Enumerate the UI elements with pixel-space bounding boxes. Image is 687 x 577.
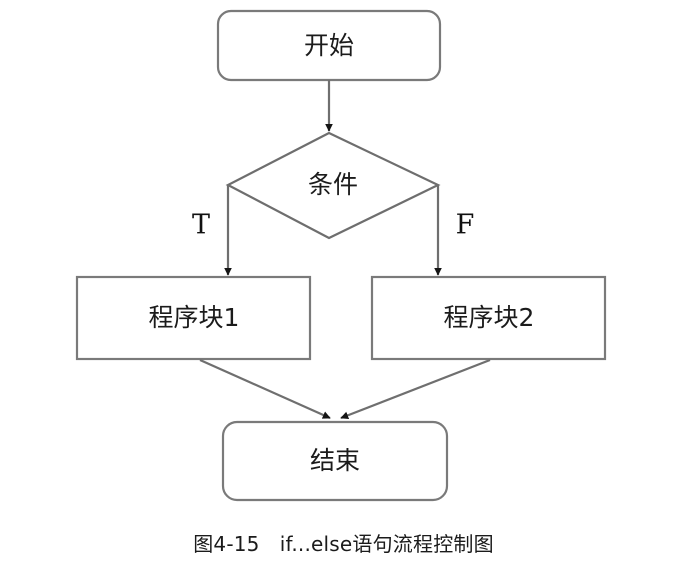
node-block1[interactable]: 程序块1	[75, 275, 312, 361]
edge-block1-to-end	[199, 358, 331, 420]
end-node-label: 结束	[310, 446, 360, 475]
condition-node-shape	[225, 131, 441, 240]
figure-caption: 图4-15 if...else语句流程控制图	[193, 532, 494, 556]
node-start[interactable]: 开始	[216, 9, 442, 82]
start-node-label: 开始	[304, 31, 354, 60]
block2-node-label: 程序块2	[444, 303, 535, 332]
node-condition[interactable]: 条件	[225, 131, 441, 240]
edge-block2-to-end	[340, 358, 491, 420]
block2-node-shape	[370, 275, 607, 361]
node-block2[interactable]: 程序块2	[370, 275, 607, 361]
branch-label-false: F	[456, 210, 475, 241]
branch-label-true: T	[192, 210, 210, 241]
node-end[interactable]: 结束	[221, 420, 449, 502]
block1-node-shape	[75, 275, 312, 361]
end-node-shape	[221, 420, 449, 502]
condition-node-label: 条件	[308, 170, 358, 199]
block1-node-label: 程序块1	[149, 303, 240, 332]
